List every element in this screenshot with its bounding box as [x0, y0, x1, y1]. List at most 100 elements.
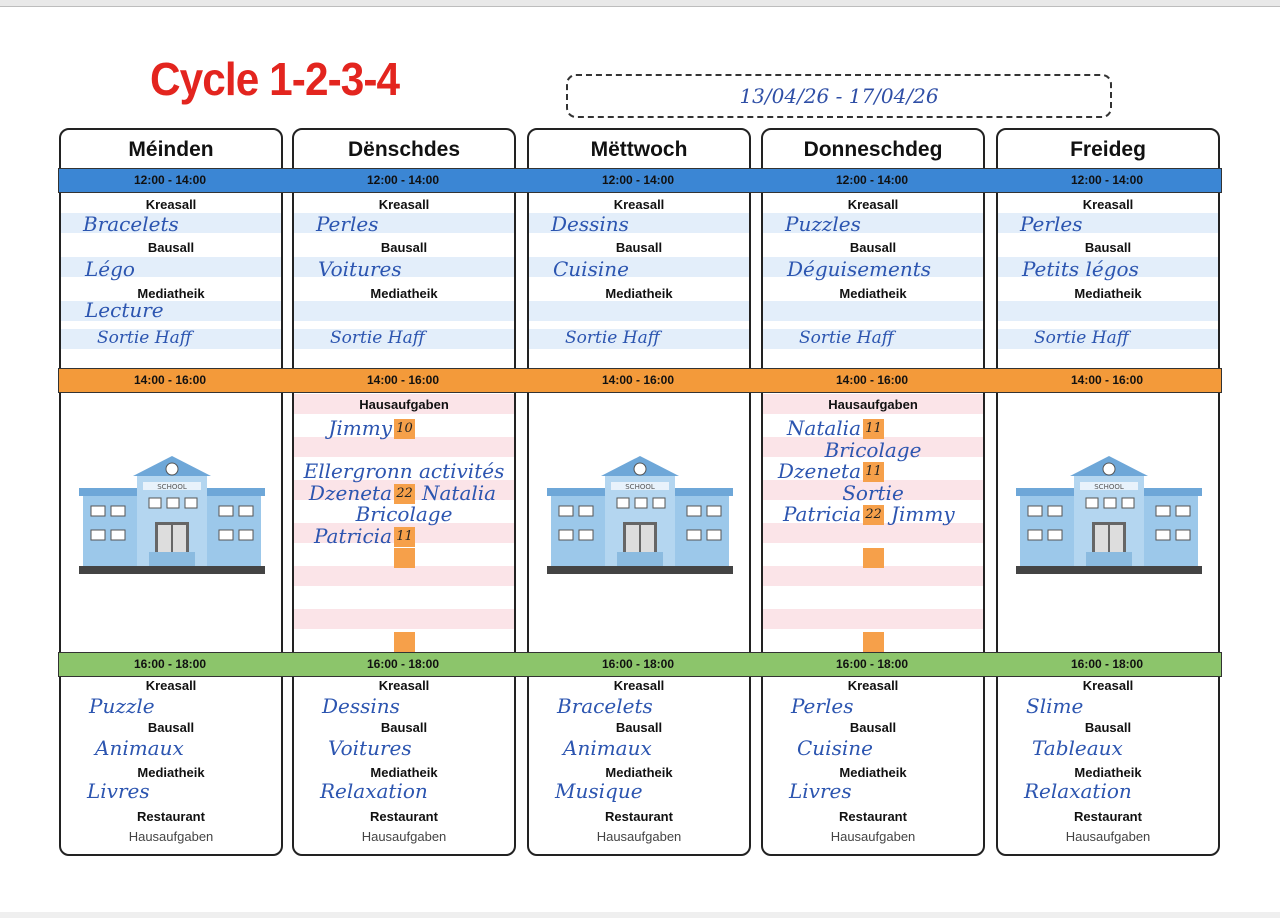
- evening-section: Kreasall Puzzle Bausall Animaux Mediathe…: [61, 678, 281, 854]
- stripe: [294, 257, 514, 277]
- bausall-label: Bausall: [380, 720, 428, 735]
- hausaufgaben-label: Hausaufgaben: [828, 397, 918, 412]
- mediatheik-label: Mediatheik: [137, 286, 205, 301]
- day-name: Freideg: [1070, 138, 1146, 161]
- svg-text:SCHOOL: SCHOOL: [625, 483, 655, 491]
- homework-child-left: Patricia: [783, 502, 861, 526]
- kreasall-activity: Dessins: [551, 212, 629, 236]
- mediatheik-activity: Relaxation: [320, 779, 428, 803]
- bausall-activity: Légo: [85, 257, 135, 281]
- bausall-label: Bausall: [615, 240, 663, 255]
- time-slot-label: 16:00 - 18:00: [1070, 657, 1144, 671]
- homework-count-box: [394, 632, 415, 652]
- mediatheik-activity: Lecture: [85, 298, 164, 322]
- stripe: [763, 480, 983, 500]
- kreasall-label: Kreasall: [145, 678, 197, 693]
- mediatheik-label: Mediatheik: [605, 286, 673, 301]
- time-slot-label: 12:00 - 14:00: [133, 173, 207, 187]
- kreasall-label: Kreasall: [1082, 678, 1134, 693]
- kreasall-activity: Perles: [1020, 212, 1083, 236]
- bausall-label: Bausall: [380, 240, 428, 255]
- homework-child-left: Patricia: [314, 523, 392, 548]
- homework-count-box: 11: [863, 419, 884, 439]
- midday-section: Kreasall Perles Bausall Voitures Mediath…: [294, 195, 514, 370]
- stripe: [763, 587, 983, 608]
- stripe: [294, 458, 514, 479]
- kreasall-activity: Perles: [316, 212, 379, 236]
- homework-note: Ellergronn activités: [303, 459, 505, 483]
- scan-bottom-edge: [0, 912, 1280, 918]
- bausall-label: Bausall: [1084, 240, 1132, 255]
- bausall-activity: Cuisine: [797, 736, 873, 760]
- homework-child-left: Natalia: [786, 416, 861, 440]
- stripe: [998, 301, 1218, 321]
- restaurant-label: Restaurant: [1074, 809, 1142, 824]
- day-column: Méinden Kreasall Bracelets Bausall Légo …: [59, 128, 283, 856]
- mediatheik-label: Mediatheik: [370, 286, 438, 301]
- stripe: [294, 213, 514, 233]
- time-slot-label: 14:00 - 16:00: [1070, 373, 1144, 387]
- svg-text:SCHOOL: SCHOOL: [1094, 483, 1124, 491]
- hausaufgaben-label: Hausaufgaben: [359, 397, 449, 412]
- time-slot-label: 12:00 - 14:00: [366, 173, 440, 187]
- stripe: [61, 301, 281, 321]
- mediatheik-label: Mediatheik: [370, 765, 438, 780]
- kreasall-label: Kreasall: [847, 678, 899, 693]
- mediatheik-label: Mediatheik: [1074, 286, 1142, 301]
- midday-section: Kreasall Dessins Bausall Cuisine Mediath…: [529, 195, 749, 370]
- day-name: Méinden: [128, 138, 214, 161]
- time-slot-label: 12:00 - 14:00: [1070, 173, 1144, 187]
- restaurant-label: Restaurant: [605, 809, 673, 824]
- hausaufgaben-label: Hausaufgaben: [128, 829, 214, 844]
- stripe: [294, 501, 514, 522]
- evening-section: Kreasall Perles Bausall Cuisine Mediathe…: [763, 678, 983, 854]
- mediatheik-activity: Musique: [555, 779, 643, 803]
- stripe: [529, 301, 749, 321]
- homework-note: Sortie: [842, 480, 904, 505]
- bausall-label: Bausall: [147, 720, 195, 735]
- mediatheik-label: Mediatheik: [839, 765, 907, 780]
- bausall-activity: Animaux: [563, 736, 652, 760]
- evening-section: Kreasall Bracelets Bausall Animaux Media…: [529, 678, 749, 854]
- kreasall-activity: Bracelets: [557, 694, 653, 718]
- time-slot-label: 14:00 - 16:00: [601, 373, 675, 387]
- day-name: Mëttwoch: [590, 138, 688, 161]
- kreasall-activity: Puzzles: [785, 212, 861, 236]
- stripe: [763, 523, 983, 543]
- bausall-activity: Cuisine: [553, 257, 629, 281]
- time-slot-label: 16:00 - 18:00: [366, 657, 440, 671]
- sortie-activity: Sortie Haff: [97, 328, 192, 348]
- bausall-activity: Voitures: [318, 257, 402, 281]
- kreasall-activity: Puzzle: [89, 694, 155, 718]
- sortie-activity: Sortie Haff: [565, 328, 660, 348]
- afternoon-section: SCHOOL: [998, 394, 1218, 654]
- day-column: Freideg Kreasall Perles Bausall Petits l…: [996, 128, 1220, 856]
- bausall-label: Bausall: [849, 720, 897, 735]
- homework-count-box: 10: [394, 419, 415, 439]
- kreasall-label: Kreasall: [378, 197, 430, 212]
- midday-section: Kreasall Puzzles Bausall Déguisements Me…: [763, 195, 983, 370]
- mediatheik-label: Mediatheik: [1074, 765, 1142, 780]
- bausall-activity: Voitures: [328, 736, 412, 760]
- stripe: [998, 213, 1218, 233]
- scan-top-edge: [0, 0, 1280, 7]
- time-slot-label: 12:00 - 14:00: [835, 173, 909, 187]
- homework-count-box: 22: [863, 505, 884, 525]
- bausall-activity: Déguisements: [787, 257, 932, 281]
- kreasall-label: Kreasall: [1082, 197, 1134, 212]
- day-column: Donneschdeg Kreasall Puzzles Bausall Dég…: [761, 128, 985, 856]
- stripe: [294, 394, 514, 414]
- school-building-icon: SCHOOL: [79, 456, 265, 574]
- homework-note: Bricolage: [824, 437, 922, 462]
- stripe: [529, 257, 749, 277]
- stripe: [763, 437, 983, 457]
- homework-count-box: [394, 548, 415, 568]
- kreasall-activity: Perles: [791, 694, 854, 718]
- evening-section: Kreasall Slime Bausall Tableaux Mediathe…: [998, 678, 1218, 854]
- day-name: Dënschdes: [347, 138, 461, 161]
- stripe: [61, 329, 281, 349]
- time-slot-label: 16:00 - 18:00: [835, 657, 909, 671]
- afternoon-section: SCHOOL: [529, 394, 749, 654]
